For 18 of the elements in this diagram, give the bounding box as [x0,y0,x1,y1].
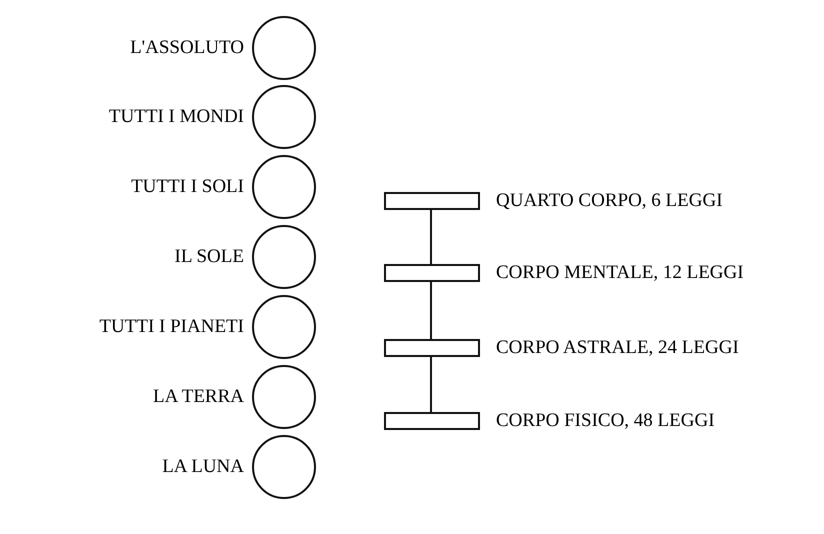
level-label: LA LUNA [162,454,244,479]
connector-line [430,282,432,339]
bar [384,264,480,282]
bar [384,412,480,430]
bar [384,192,480,210]
level-label: TUTTI I MONDI [108,104,244,129]
body-label: QUARTO CORPO, 6 LEGGI [496,192,723,210]
level-label: TUTTI I PIANETI [99,314,244,339]
level-label: IL SOLE [174,244,244,269]
body-label: CORPO ASTRALE, 24 LEGGI [496,339,739,357]
connector-line [430,357,432,412]
level-label: LA TERRA [153,384,244,409]
body-label: CORPO FISICO, 48 LEGGI [496,412,715,430]
level-label: L'ASSOLUTO [130,36,244,60]
body-label: CORPO MENTALE, 12 LEGGI [496,264,744,282]
level-label: TUTTI I SOLI [131,174,244,199]
connector-line [430,210,432,264]
bar [384,339,480,357]
